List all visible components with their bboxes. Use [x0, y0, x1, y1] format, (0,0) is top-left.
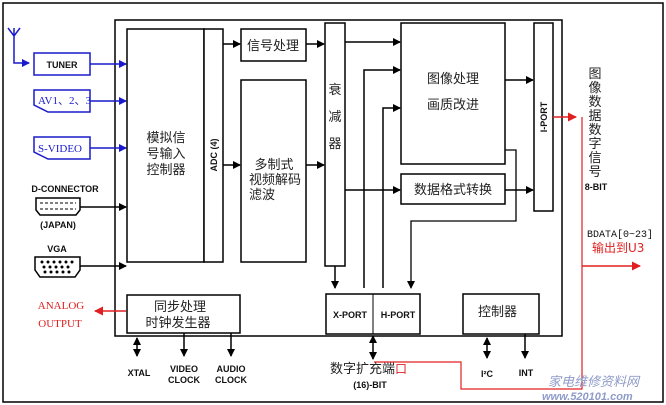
svg-text:控制器: 控制器 [146, 163, 185, 178]
iport-label: I-PORT [539, 101, 549, 132]
svg-text:数: 数 [588, 95, 601, 110]
controller-block: 控制器 [462, 293, 540, 335]
svg-text:多制式: 多制式 [254, 157, 293, 173]
svideo-label: S-VIDEO [38, 143, 82, 155]
svg-text:时钟发生器: 时钟发生器 [145, 315, 210, 331]
svg-text:像: 像 [588, 81, 601, 96]
bits-label: 8-BIT [585, 182, 608, 192]
data-format-conversion-block: 数据格式转换 [400, 173, 506, 205]
signal-processing-block: 信号处理 [240, 28, 307, 62]
xtal-label: XTAL [128, 368, 151, 378]
int-label: INT [519, 368, 534, 378]
xport-to-image-line [363, 66, 401, 288]
expansion-bits-label: (16)-BIT [353, 380, 387, 390]
svg-text:画质改进: 画质改进 [427, 98, 479, 113]
expansion-port-label: 数字扩充端口 [330, 361, 407, 377]
svg-text:号输入: 号输入 [146, 146, 185, 162]
svg-text:数: 数 [588, 123, 601, 138]
audio-clock-label-2: CLOCK [215, 375, 247, 385]
vga-label: VGA [47, 244, 67, 254]
analog-input-controller-block: 模拟信 号输入 控制器 [126, 28, 205, 263]
svg-text:字: 字 [588, 137, 601, 152]
svg-text:据: 据 [588, 109, 601, 124]
image-processing-block: 图像处理 画质改进 [400, 22, 506, 165]
svg-text:衰: 衰 [328, 82, 341, 98]
image-digital-signal-label: 图 像 数 据 数 字 信 号 [588, 67, 601, 180]
av-input: AV1、2、3 [33, 89, 91, 113]
audio-clock-label-1: AUDIO [217, 364, 246, 374]
iport-block: I-PORT [533, 22, 554, 212]
hport-label: H-PORT [381, 310, 416, 320]
tuner-label: TUNER [47, 60, 78, 70]
svg-text:号: 号 [588, 165, 601, 180]
analog-output-label-1: ANALOG [38, 300, 84, 312]
video-clock-label-1: VIDEO [170, 364, 198, 374]
av-label: AV1、2、3 [38, 95, 91, 107]
dconnector-label: D-CONNECTOR [31, 184, 99, 194]
svg-text:数据格式转换: 数据格式转换 [414, 182, 492, 198]
vga-connector-icon [34, 256, 81, 278]
svg-text:信: 信 [588, 151, 601, 166]
image-to-hport-line [407, 149, 517, 289]
multi-standard-decoder-block: 多制式 视频解码 滤波 [240, 79, 307, 263]
svg-text:信号处理: 信号处理 [247, 39, 299, 54]
svg-text:图像处理: 图像处理 [427, 72, 479, 87]
svg-text:模拟信: 模拟信 [146, 131, 185, 146]
svg-text:控制器: 控制器 [478, 305, 517, 320]
bdata-bus-line [374, 117, 583, 390]
svg-text:同步处理: 同步处理 [154, 300, 206, 315]
dconnector-sub-label: (JAPAN) [40, 220, 76, 230]
svg-text:视频解码: 视频解码 [249, 173, 301, 188]
svg-text:器: 器 [328, 137, 341, 152]
adc-label: ADC (4) [209, 138, 219, 171]
svideo-input: S-VIDEO [33, 136, 91, 160]
attenuator-block: 衰 减 器 [324, 22, 346, 267]
d-connector-icon [35, 197, 81, 216]
i2c-label: I²C [481, 369, 493, 379]
tuner-input: TUNER [33, 52, 91, 76]
watermark-url: www.520101.com [542, 391, 633, 403]
adc-block: ADC (4) [203, 28, 224, 263]
xport-label: X-PORT [333, 310, 368, 320]
chip-boundary [114, 19, 563, 337]
analog-output-label-2: OUTPUT [38, 318, 82, 330]
xport-hport-block: X-PORT H-PORT [325, 293, 421, 335]
antenna-icon [7, 27, 29, 63]
hport-to-image-line [382, 104, 401, 288]
video-clock-label-2: CLOCK [168, 375, 200, 385]
svg-text:滤波: 滤波 [249, 188, 275, 203]
bdata-label: BDATA[0~23] [587, 229, 653, 241]
sync-clock-generator-block: 同步处理 时钟发生器 [126, 294, 241, 334]
watermark-title: 家电维修资料网 [548, 374, 641, 390]
svg-text:图: 图 [588, 67, 601, 82]
svg-text:减: 减 [328, 110, 341, 125]
output-to-u3-label: 输出到U3 [592, 240, 644, 255]
